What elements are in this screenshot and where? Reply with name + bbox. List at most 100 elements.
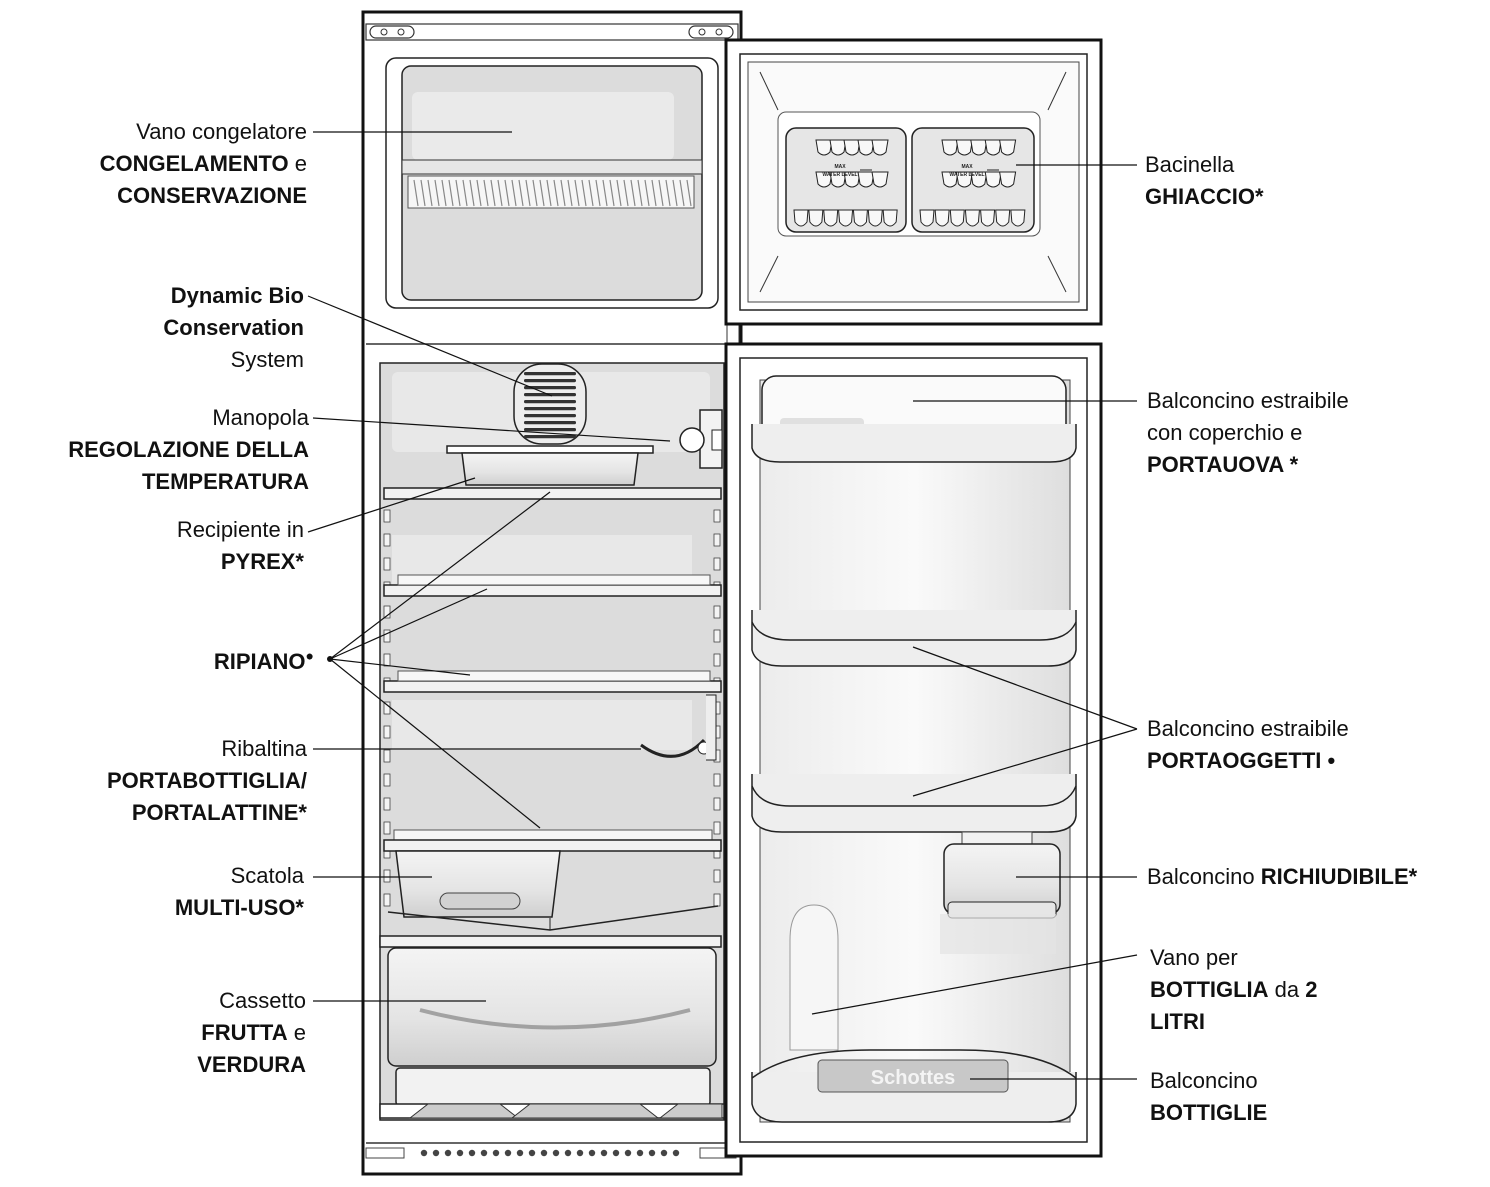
grille-hole bbox=[504, 1149, 512, 1157]
grille-hole bbox=[420, 1149, 428, 1157]
wire bbox=[539, 179, 545, 207]
rib bbox=[383, 749, 391, 763]
leader-shelf bbox=[329, 658, 541, 829]
rib bbox=[383, 533, 391, 547]
label-bio: Dynamic Bio Conservation System bbox=[163, 280, 304, 376]
leader-shelf bbox=[329, 658, 471, 676]
wire bbox=[420, 179, 426, 207]
label-pyrex-bold: PYREX* bbox=[220, 549, 304, 574]
rib bbox=[383, 629, 391, 643]
wire bbox=[553, 179, 559, 207]
rib bbox=[383, 773, 391, 787]
label-drawer-conj: e bbox=[293, 1020, 306, 1045]
label-freezer-bold2: CONSERVAZIONE bbox=[117, 183, 307, 208]
grille-hole bbox=[432, 1149, 440, 1157]
pyrex-dish bbox=[446, 445, 654, 486]
label-drawer-bold1: FRUTTA bbox=[201, 1020, 288, 1045]
label-egg-line2: con coperchio e bbox=[1147, 420, 1303, 445]
label-freezer-line1: Vano congelatore bbox=[136, 119, 307, 144]
wire bbox=[455, 179, 461, 207]
wire bbox=[588, 179, 594, 207]
rib bbox=[713, 773, 721, 787]
wire bbox=[567, 179, 573, 207]
label-box-bold: MULTI-USO* bbox=[174, 895, 304, 920]
label-bottle2l-bold3: LITRI bbox=[1150, 1009, 1205, 1034]
closable-balcony bbox=[940, 831, 1061, 954]
label-bottle2l-line1: Vano per bbox=[1150, 945, 1238, 970]
wire bbox=[574, 179, 580, 207]
grille-hole bbox=[480, 1149, 488, 1157]
wire bbox=[658, 179, 664, 207]
label-bottle2l-mid: da bbox=[1274, 977, 1300, 1002]
door-balcony bbox=[751, 610, 1077, 667]
wire bbox=[525, 179, 531, 207]
label-egg-bold: PORTAUOVA * bbox=[1147, 452, 1299, 477]
multi-use-box bbox=[395, 850, 561, 918]
label-bottle2l: Vano per BOTTIGLIA da 2 LITRI bbox=[1150, 942, 1318, 1038]
grille-hole bbox=[456, 1149, 464, 1157]
label-shelf: RIPIANO● bbox=[214, 646, 314, 678]
grille-hole bbox=[552, 1149, 560, 1157]
label-pyrex: Recipiente in PYREX* bbox=[177, 514, 304, 578]
rib bbox=[713, 509, 721, 523]
label-drawer: Cassetto FRUTTA e VERDURA bbox=[197, 985, 306, 1081]
door-balcony-bottles: Schottes bbox=[751, 1049, 1077, 1123]
wire bbox=[462, 179, 468, 207]
label-box-line1: Scatola bbox=[230, 863, 304, 888]
label-closable-bold: RICHIUDIBILE* bbox=[1260, 864, 1418, 889]
grille-hole bbox=[600, 1149, 608, 1157]
grille-hole bbox=[444, 1149, 452, 1157]
wire bbox=[511, 179, 517, 207]
rib bbox=[713, 797, 721, 811]
wire bbox=[616, 179, 622, 207]
grille-hole bbox=[588, 1149, 596, 1157]
label-freezer-conj: e bbox=[294, 151, 307, 176]
grille-hole bbox=[648, 1149, 656, 1157]
wire bbox=[595, 179, 601, 207]
label-egg: Balconcino estraibile con coperchio e PO… bbox=[1147, 385, 1349, 481]
glass-shelf bbox=[383, 670, 722, 693]
wire bbox=[609, 179, 615, 207]
label-ice-bold: GHIACCIO* bbox=[1145, 184, 1264, 209]
leader-pyrex bbox=[307, 477, 476, 533]
rib bbox=[383, 509, 391, 523]
bio-slot bbox=[524, 428, 576, 432]
leader-knob bbox=[312, 417, 671, 442]
label-door-shelf-bold: PORTAOGGETTI • bbox=[1147, 748, 1336, 773]
rib bbox=[383, 869, 391, 883]
wire bbox=[413, 179, 419, 207]
label-box: Scatola MULTI-USO* bbox=[175, 860, 304, 924]
grille-hole bbox=[636, 1149, 644, 1157]
label-shelf-mark: ● bbox=[305, 647, 314, 664]
wire bbox=[581, 179, 587, 207]
wire bbox=[427, 179, 433, 207]
shelf-leader-dot bbox=[327, 656, 333, 662]
bio-slot bbox=[524, 400, 576, 404]
bio-slot bbox=[524, 435, 576, 439]
rib bbox=[713, 893, 721, 907]
label-ice-line1: Bacinella bbox=[1145, 152, 1235, 177]
rib bbox=[713, 533, 721, 547]
wire bbox=[469, 179, 475, 207]
rib bbox=[713, 653, 721, 667]
temperature-knob bbox=[679, 409, 723, 469]
bottle-can-rack bbox=[640, 694, 717, 761]
wire bbox=[546, 179, 552, 207]
rib bbox=[383, 557, 391, 571]
wire bbox=[651, 179, 657, 207]
rib bbox=[713, 629, 721, 643]
crisper-cover bbox=[379, 905, 722, 948]
glass-shelf bbox=[383, 487, 722, 500]
wire bbox=[504, 179, 510, 207]
rib bbox=[383, 725, 391, 739]
label-bottles-bold: BOTTIGLIE bbox=[1150, 1100, 1268, 1125]
grille-hole bbox=[492, 1149, 500, 1157]
leader-door-shelf bbox=[912, 646, 1138, 730]
wire bbox=[602, 179, 608, 207]
tray-water-level-text: WATER LEVEL bbox=[822, 172, 857, 178]
label-bio-line2: Conservation bbox=[163, 315, 304, 340]
bio-slot bbox=[524, 379, 576, 383]
label-ice: Bacinella GHIACCIO* bbox=[1145, 149, 1264, 213]
